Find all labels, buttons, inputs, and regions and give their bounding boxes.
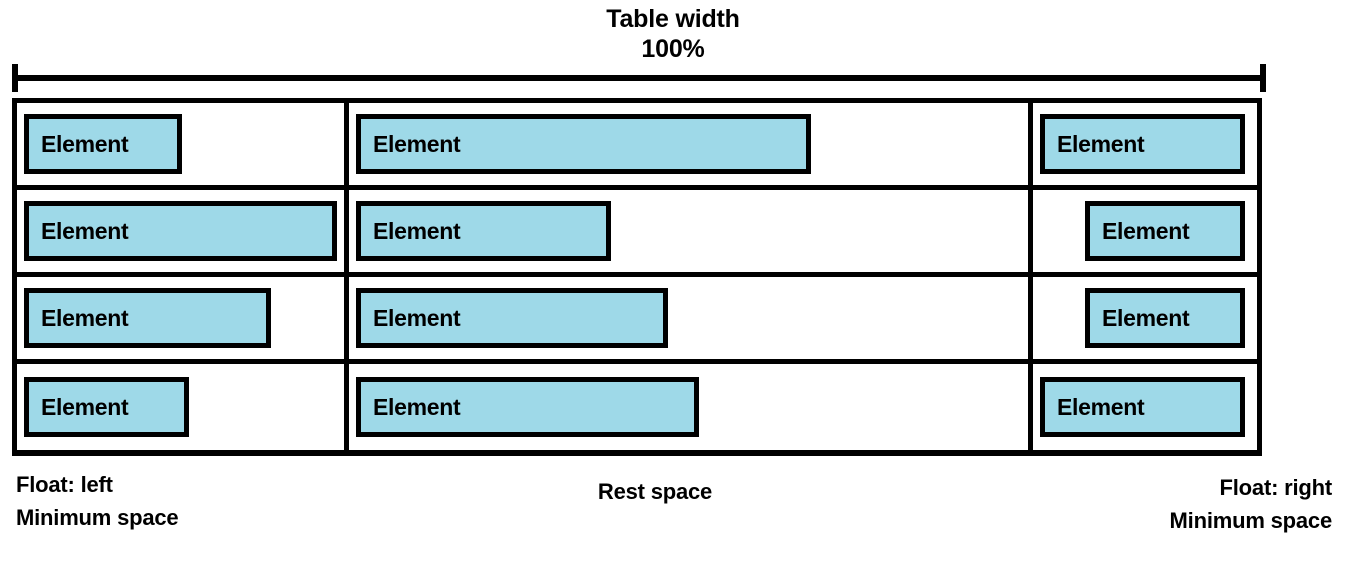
element-box[interactable]: Element xyxy=(24,288,271,348)
element-box[interactable]: Element xyxy=(356,288,668,348)
ruler-end-cap-right xyxy=(1260,64,1266,92)
element-box[interactable]: Element xyxy=(356,377,699,437)
table-cell-left: Element xyxy=(17,103,349,185)
page-title: Table width xyxy=(606,5,740,33)
diagram-title-block: Table width 100% xyxy=(0,4,1346,64)
element-box[interactable]: Element xyxy=(1040,114,1245,174)
caption-middle-column: Rest space xyxy=(0,475,1310,508)
element-box[interactable]: Element xyxy=(356,114,811,174)
table-cell-middle: Element xyxy=(349,103,1033,185)
table-width-ruler xyxy=(12,64,1266,92)
ruler-line xyxy=(12,75,1266,81)
element-box[interactable]: Element xyxy=(1040,377,1245,437)
caption-right-line1: Float: right xyxy=(1219,475,1333,500)
table-row: Element Element Element xyxy=(17,364,1257,450)
caption-right-line2: Minimum space xyxy=(1169,508,1333,533)
element-box[interactable]: Element xyxy=(24,114,182,174)
element-box[interactable]: Element xyxy=(24,201,337,261)
caption-center-line1: Rest space xyxy=(597,479,713,504)
table-cell-left: Element xyxy=(17,364,349,450)
element-box[interactable]: Element xyxy=(1085,201,1245,261)
page-subtitle: 100% xyxy=(641,35,705,63)
caption-left-line1: Float: left xyxy=(16,472,113,497)
table-cell-middle: Element xyxy=(349,364,1033,450)
caption-right-column: Float: right Minimum space xyxy=(1169,471,1333,537)
table-cell-left: Element xyxy=(17,277,349,359)
element-box[interactable]: Element xyxy=(356,201,611,261)
column-captions: Float: left Minimum space Rest space Flo… xyxy=(0,468,1346,558)
table-cell-right: Element xyxy=(1033,277,1252,359)
table-row: Element Element Element xyxy=(17,190,1257,277)
table-cell-left: Element xyxy=(17,190,349,272)
table-row: Element Element Element xyxy=(17,103,1257,190)
element-box[interactable]: Element xyxy=(1085,288,1245,348)
caption-left-line2: Minimum space xyxy=(16,505,179,530)
table-cell-middle: Element xyxy=(349,190,1033,272)
table-cell-middle: Element xyxy=(349,277,1033,359)
layout-table: Element Element Element Element Element … xyxy=(12,98,1262,456)
table-cell-right: Element xyxy=(1033,190,1252,272)
table-cell-right: Element xyxy=(1033,103,1252,185)
table-row: Element Element Element xyxy=(17,277,1257,364)
element-box[interactable]: Element xyxy=(24,377,189,437)
caption-left-column: Float: left Minimum space xyxy=(16,468,179,534)
table-cell-right: Element xyxy=(1033,364,1252,450)
